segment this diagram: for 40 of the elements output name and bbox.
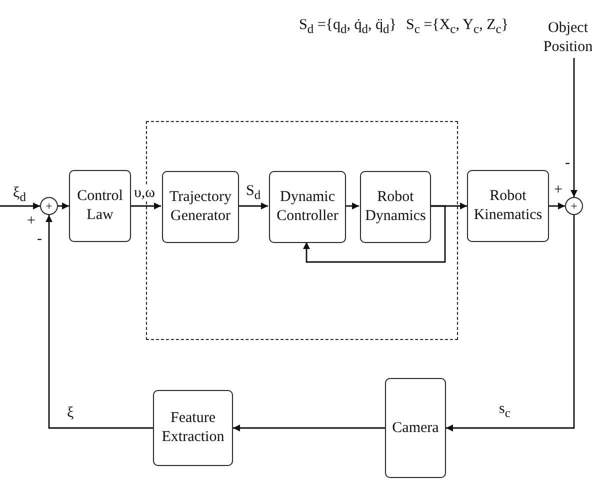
sign: + bbox=[570, 200, 578, 212]
sign: + bbox=[46, 200, 52, 212]
arrow bbox=[345, 202, 359, 210]
arrow bbox=[233, 424, 385, 432]
process-box bbox=[360, 171, 431, 243]
block-label: Camera bbox=[392, 418, 439, 438]
block-label: Trajectory Generator bbox=[168, 188, 232, 226]
block-label: Dynamic Controller bbox=[276, 188, 340, 226]
process-box bbox=[269, 171, 346, 243]
process-box bbox=[69, 170, 131, 242]
process-box bbox=[162, 171, 239, 243]
arrow bbox=[238, 202, 268, 210]
arrow bbox=[58, 202, 69, 210]
edge-label: S$_{d}$ bbox=[245, 184, 262, 202]
summing-junction bbox=[40, 197, 58, 215]
block-label: Feature Extraction bbox=[160, 409, 226, 447]
arrow bbox=[446, 215, 575, 432]
edge-label: ξ bbox=[66, 406, 75, 421]
signal-definition: S$_{c}$ ={X$_{c}$, Y$_{c}$, Z$_{c}$} bbox=[405, 18, 510, 36]
summing-junction bbox=[565, 197, 583, 215]
edge-label: υ,ω bbox=[133, 186, 156, 201]
block-label: Robot Dynamics bbox=[364, 188, 427, 226]
block-label: Control Law bbox=[76, 187, 124, 225]
arrow bbox=[46, 215, 153, 429]
sign: + bbox=[26, 214, 36, 229]
edge-label: ξ$_{d}$ bbox=[12, 186, 27, 204]
signal-definition: S$_{d}$ ={q$_{d}$, q̇$_{d}$, q̈$_{d}$} bbox=[298, 18, 398, 36]
block-label: Robot Kinematics bbox=[472, 187, 544, 225]
arrow bbox=[549, 202, 565, 210]
sign: - bbox=[36, 232, 43, 247]
process-box bbox=[153, 390, 233, 466]
arrow bbox=[570, 58, 578, 197]
arrow bbox=[0, 202, 40, 210]
arrow bbox=[303, 205, 446, 263]
sign: - bbox=[564, 156, 571, 171]
arrow bbox=[131, 202, 161, 210]
sign: + bbox=[553, 183, 564, 198]
block-label: Object Position bbox=[543, 19, 592, 57]
process-box bbox=[385, 378, 446, 478]
process-box bbox=[467, 170, 549, 242]
